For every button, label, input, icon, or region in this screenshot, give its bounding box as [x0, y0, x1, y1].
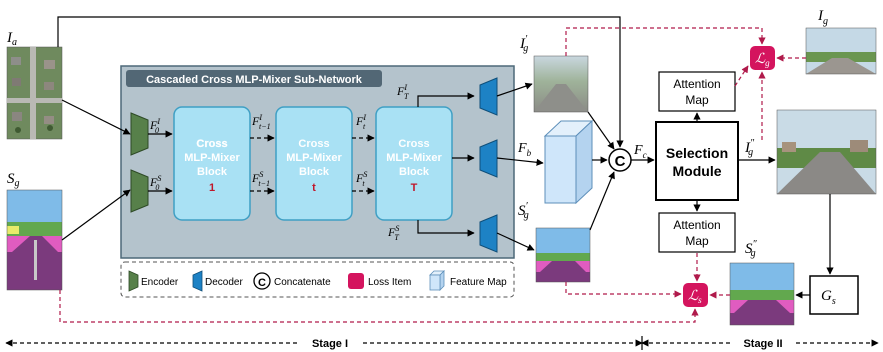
svg-text:MLP-Mixer: MLP-Mixer: [184, 152, 240, 164]
block-t-index: t: [312, 182, 316, 194]
semantic-map-image: [6, 189, 63, 291]
subnetwork-title-box: [126, 70, 382, 87]
output-ig1-label: I′g: [519, 34, 528, 54]
feature-fb: Fb: [517, 141, 532, 158]
selection-module: [655, 121, 739, 201]
legend-encoder: Encoder: [141, 277, 179, 288]
attention-map-top: [658, 71, 736, 112]
decoder-top: [479, 77, 498, 116]
arrow-fTs-to-decoder: [417, 220, 475, 237]
block-T-index: T: [411, 182, 418, 194]
legend-concatenate: Concatenate: [274, 277, 331, 288]
svg-text:Map: Map: [685, 234, 709, 248]
input-semantic-label: Sg: [7, 171, 20, 189]
block-t: Cross MLP-Mixer Block t: [275, 106, 353, 221]
arrow-aerial-to-encoder: [61, 99, 131, 135]
svg-text:Attention: Attention: [673, 77, 720, 91]
block-1-index: 1: [209, 182, 215, 194]
block-1: Cross MLP-Mixer Block 1: [173, 106, 251, 221]
svg-text:MLP-Mixer: MLP-Mixer: [386, 152, 442, 164]
legend-decoder-icon: [192, 270, 203, 292]
legend-decoder: Decoder: [205, 277, 243, 288]
arrow-semantic-to-encoder: [61, 189, 131, 241]
stage1-label: Stage I: [312, 338, 348, 350]
svg-text:Cross: Cross: [196, 138, 227, 150]
decoder-middle: [479, 139, 498, 178]
output-sg1-label: S′g: [518, 201, 529, 221]
svg-text:MLP-Mixer: MLP-Mixer: [286, 152, 342, 164]
input-aerial-label: Ia: [6, 30, 17, 48]
legend-concat-icon: [253, 272, 271, 290]
concat-symbol: C: [615, 153, 626, 170]
loss-g-label: ℒg: [755, 52, 770, 68]
legend-feature: Feature Map: [450, 277, 507, 288]
selection-label-1: Selection: [666, 145, 728, 161]
gs-label: Gs: [821, 288, 836, 307]
arrow-aerial-skip: [57, 16, 624, 148]
svg-text:Cross: Cross: [298, 138, 329, 150]
svg-text:Map: Map: [685, 93, 709, 107]
loss-g-link-ig1: [565, 27, 766, 56]
loss-s-link-sg: [59, 290, 699, 323]
loss-g-link-attn: [734, 65, 749, 87]
arrow-decoder-to-sg1: [496, 232, 535, 251]
loss-g-box: [750, 46, 775, 70]
decoder-bottom: [479, 214, 498, 253]
loss-s-label: ℒs: [688, 289, 702, 305]
arrow-ig1-to-concat: [587, 111, 615, 150]
block-T: Cross MLP-Mixer Block T: [375, 106, 453, 221]
stage2-label: Stage II: [743, 338, 782, 350]
legend-loss-icon: [348, 273, 364, 289]
legend-feature-icon: [429, 270, 445, 291]
feature-map-fb: [543, 119, 594, 205]
gs-box: [809, 275, 859, 315]
feature-fc: Fc: [633, 143, 647, 160]
attention-map-bottom: [658, 212, 736, 253]
loss-s-link-sg1: [565, 282, 682, 298]
selection-label-2: Module: [673, 163, 722, 179]
svg-text:Block: Block: [399, 166, 430, 178]
arrow-decoder-to-ig1: [496, 82, 533, 97]
encoder-aerial: [130, 112, 149, 156]
svg-text:Block: Block: [299, 166, 330, 178]
legend-loss: Loss Item: [368, 277, 411, 288]
output-image-ig2: [776, 109, 877, 195]
output-ig-label: Ig: [817, 8, 828, 27]
arrow-sg1-to-concat: [589, 171, 615, 231]
output-image-ig: [805, 27, 877, 75]
legend-encoder-icon: [128, 270, 139, 292]
legend-box: [120, 261, 515, 298]
loss-s-box: [683, 283, 708, 307]
svg-text:Attention: Attention: [673, 218, 720, 232]
output-image-ig1: [533, 55, 589, 113]
arrow-fTi-to-decoder: [417, 92, 475, 107]
aerial-image: [6, 46, 63, 140]
arrow-decoder-to-fb: [496, 157, 544, 166]
output-image-sg1: [535, 227, 591, 283]
svg-text:Block: Block: [197, 166, 228, 178]
output-image-sg2: [729, 262, 795, 326]
output-sg2-label: S″g: [745, 239, 758, 259]
svg-text:Cross: Cross: [398, 138, 429, 150]
legend-concat-symbol: C: [258, 277, 266, 289]
subnetwork-title: Cascaded Cross MLP-Mixer Sub-Network: [146, 74, 363, 86]
encoder-semantic: [130, 169, 149, 213]
output-ig2-label: I″g: [744, 138, 755, 158]
